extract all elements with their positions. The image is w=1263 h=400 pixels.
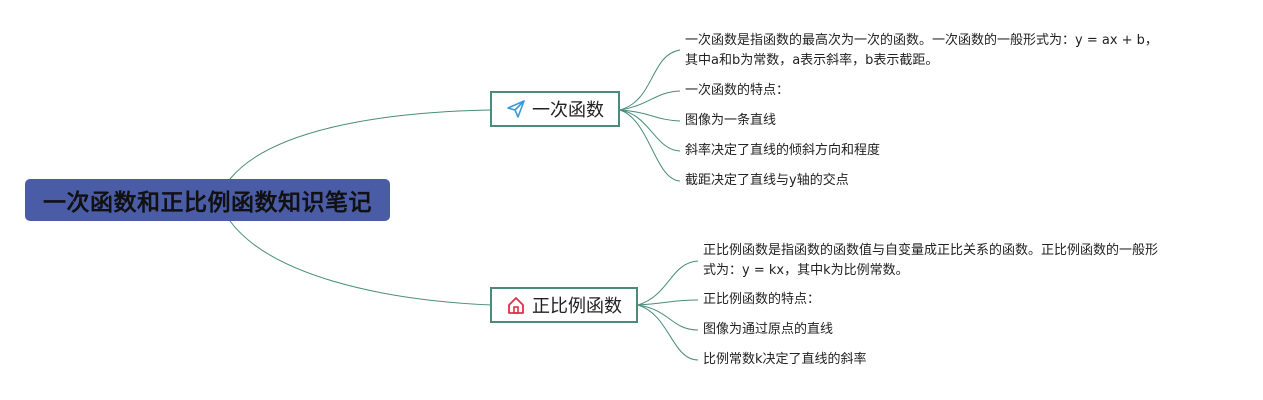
connector-linear-note-2 [619,90,681,111]
proportional-note-definition[interactable]: 正比例函数是指函数的函数值与自变量成正比关系的函数。正比例函数的一般形 式为：y… [703,241,1158,281]
proportional-note-slope-text: 比例常数k决定了直线的斜率 [703,352,867,367]
proportional-note-slope[interactable]: 比例常数k决定了直线的斜率 [703,350,867,370]
root-topic[interactable]: 一次函数和正比例函数知识笔记 [25,179,390,221]
topic-proportional-function[interactable]: 正比例函数 [490,287,638,323]
linear-note-slope-text: 斜率决定了直线的倾斜方向和程度 [685,143,881,158]
home-icon [506,295,526,315]
linear-note-definition[interactable]: 一次函数是指函数的最高次为一次的函数。一次函数的一般形式为：y = ax + b… [685,31,1158,71]
connector-linear-note-4 [619,109,681,152]
linear-note-definition-line-2: 其中a和b为常数，a表示斜率，b表示截距。 [685,53,939,68]
connector-linear-note-3 [619,109,681,122]
linear-note-graph-text: 图像为一条直线 [685,113,777,128]
linear-note-intercept[interactable]: 截距决定了直线与y轴的交点 [685,171,849,191]
connector-proportional-note-1 [637,260,699,306]
connector-proportional-note-4 [637,304,699,361]
linear-note-intercept-text: 截距决定了直线与y轴的交点 [685,173,849,188]
proportional-note-graph[interactable]: 图像为通过原点的直线 [703,320,833,340]
connector-root-to-linear [229,109,492,180]
paper-plane-icon [506,99,526,119]
connector-linear-note-1 [619,49,681,111]
proportional-note-definition-line-1: 正比例函数是指函数的函数值与自变量成正比关系的函数。正比例函数的一般形 [703,243,1159,258]
topic-linear-function[interactable]: 一次函数 [490,91,620,127]
linear-note-features[interactable]: 一次函数的特点： [685,81,789,101]
proportional-note-graph-text: 图像为通过原点的直线 [703,322,834,337]
linear-note-features-text: 一次函数的特点： [685,83,790,98]
connector-root-to-proportional [229,220,492,306]
topic-proportional-function-label: 正比例函数 [532,296,622,317]
connector-proportional-note-2 [637,299,699,306]
linear-note-definition-line-1: 一次函数是指函数的最高次为一次的函数。一次函数的一般形式为：y = ax + b… [685,33,1158,48]
proportional-note-definition-line-2: 式为：y = kx，其中k为比例常数。 [703,263,909,278]
proportional-note-features-text: 正比例函数的特点： [703,292,821,307]
topic-linear-function-label: 一次函数 [532,100,604,121]
linear-note-slope[interactable]: 斜率决定了直线的倾斜方向和程度 [685,141,880,161]
connector-linear-note-5 [619,109,681,182]
connector-proportional-note-3 [637,304,699,331]
root-topic-title: 一次函数和正比例函数知识笔记 [43,190,372,216]
proportional-note-features[interactable]: 正比例函数的特点： [703,290,820,310]
linear-note-graph[interactable]: 图像为一条直线 [685,111,776,131]
